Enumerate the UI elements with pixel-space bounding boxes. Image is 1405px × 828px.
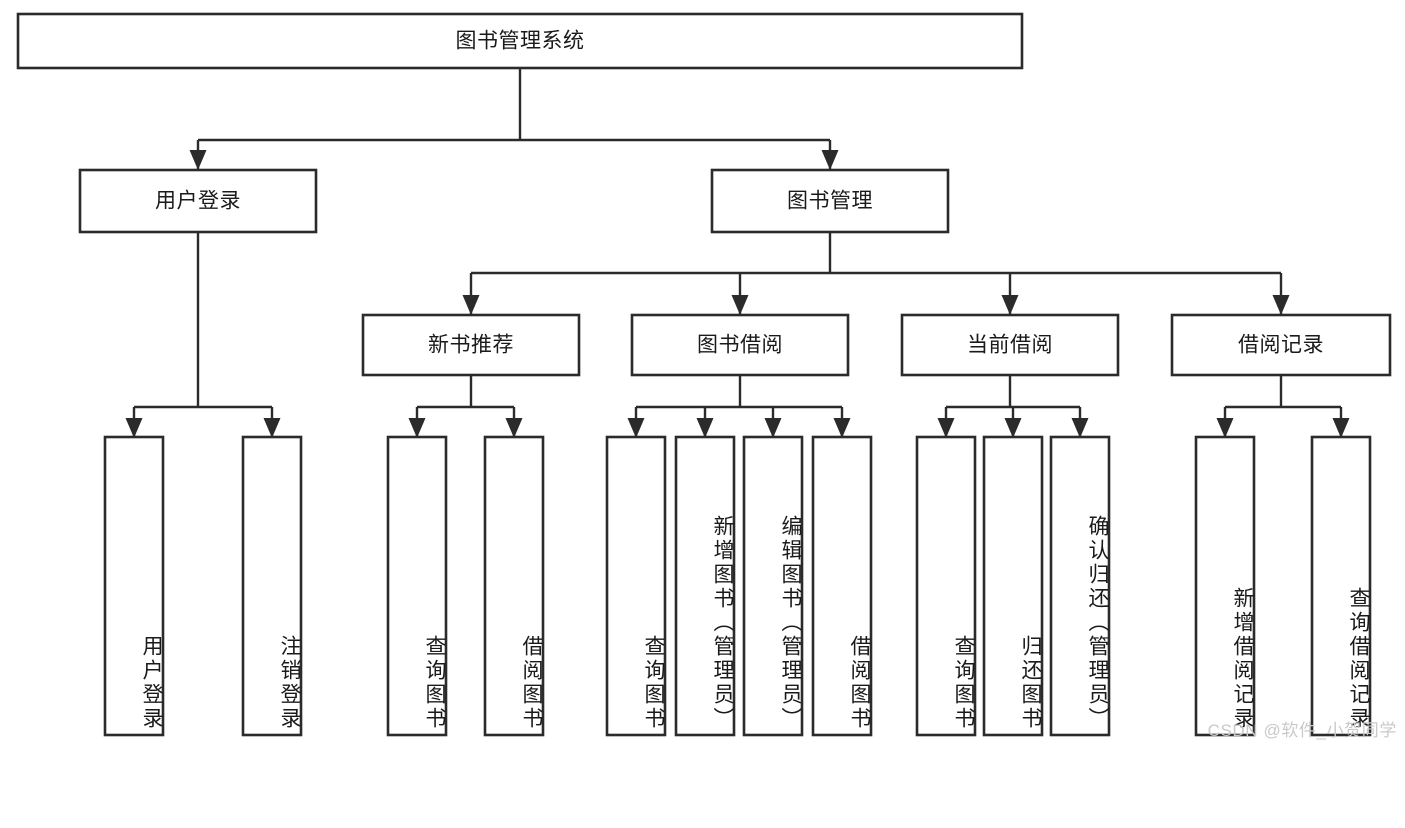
node-book-manage-box[interactable] [710,168,950,234]
node-book-manage-label: 图书管理 [787,190,873,213]
connector-layer [125,68,1350,438]
arrow-head-icon [505,418,523,438]
arrow-head-icon [764,418,782,438]
node-leaf-edit-book-admin-box[interactable] [742,435,804,737]
hierarchy-diagram: 图书管理系统用户登录图书管理新书推荐图书借阅当前借阅借阅记录 用户登录注销登录查… [16,12,1397,740]
node-user-login-label: 用户登录 [155,190,241,213]
node-root-box[interactable] [16,12,1024,70]
arrow-head-icon [125,418,143,438]
node-borrow-record-box[interactable] [1170,313,1392,377]
arrow-head-icon [1272,295,1290,315]
node-book-borrow-box[interactable] [630,313,850,377]
node-root-label: 图书管理系统 [456,30,585,53]
arrow-head-icon [833,418,851,438]
node-leaf-query-book-rec-box[interactable] [386,435,448,737]
node-box-layer [16,12,1392,737]
arrow-head-icon [627,418,645,438]
node-new-book-recommend-box[interactable] [361,313,581,377]
arrow-head-icon [1332,418,1350,438]
node-new-book-recommend-label: 新书推荐 [428,334,514,357]
node-leaf-user-logout-box[interactable] [241,435,303,737]
node-leaf-add-borrow-record-box[interactable] [1194,435,1256,737]
watermark: CSDN @软件_小贺同学 [1207,721,1397,740]
arrow-head-icon [1216,418,1234,438]
arrow-head-icon [937,418,955,438]
node-leaf-query-book-cur-box[interactable] [915,435,977,737]
arrow-head-icon [1071,418,1089,438]
node-leaf-confirm-return-admin-box[interactable] [1049,435,1111,737]
arrow-head-icon [731,295,749,315]
arrow-head-icon [263,418,281,438]
node-leaf-add-book-admin-box[interactable] [674,435,736,737]
node-user-login-box[interactable] [78,168,318,234]
node-current-borrow-label: 当前借阅 [967,334,1053,357]
arrow-head-icon [189,150,207,170]
node-current-borrow-box[interactable] [900,313,1120,377]
node-borrow-record-label: 借阅记录 [1238,334,1324,357]
node-leaf-query-book-borrow-box[interactable] [605,435,667,737]
arrow-head-icon [696,418,714,438]
arrow-head-icon [462,295,480,315]
node-leaf-borrow-book-box[interactable] [811,435,873,737]
node-leaf-borrow-book-rec-box[interactable] [483,435,545,737]
node-book-borrow-label: 图书借阅 [697,334,783,357]
node-leaf-query-borrow-record-box[interactable] [1310,435,1372,737]
node-leaf-user-login-box[interactable] [103,435,165,737]
arrow-head-icon [408,418,426,438]
arrow-head-icon [821,150,839,170]
arrow-head-icon [1001,295,1019,315]
arrow-head-icon [1004,418,1022,438]
node-leaf-return-book-box[interactable] [982,435,1044,737]
